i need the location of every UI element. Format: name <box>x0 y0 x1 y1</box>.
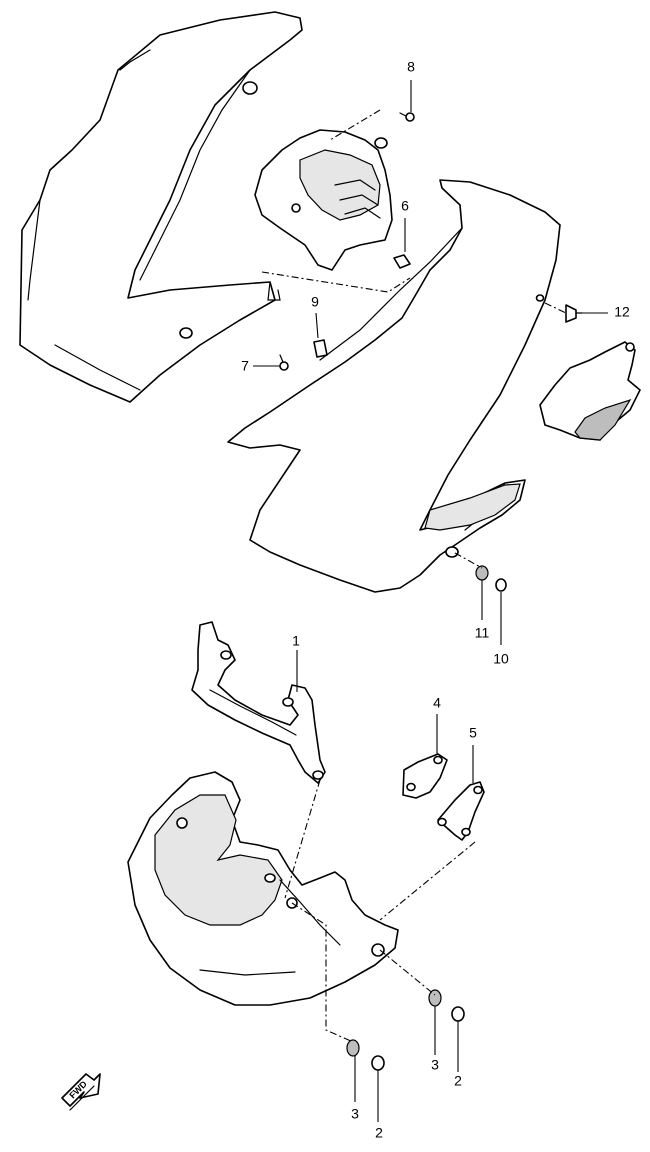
callout-12: 12 <box>614 304 630 320</box>
forward-arrow-icon: FWD <box>61 1073 101 1111</box>
screw-2-lower-left <box>371 1055 385 1071</box>
callout-3-left: 3 <box>351 1106 359 1122</box>
left-side-cowling-panel <box>19 11 303 403</box>
callout-2-right: 2 <box>454 1073 462 1089</box>
screw-2-lower-right <box>451 1006 465 1022</box>
screw-8 <box>399 112 415 122</box>
callout-11: 11 <box>475 625 490 641</box>
grommet-3-lower-left <box>346 1039 360 1057</box>
leader-lines <box>253 80 608 1122</box>
grommet-11 <box>475 565 489 581</box>
callout-6: 6 <box>401 198 409 214</box>
callout-10: 10 <box>493 651 509 667</box>
under-cowl <box>127 771 399 1006</box>
small-bracket-5 <box>437 781 485 841</box>
clip-nut-6 <box>393 254 411 269</box>
assembly-lines <box>261 109 567 1043</box>
callout-4: 4 <box>433 695 441 711</box>
callout-3-right: 3 <box>431 1057 439 1073</box>
callout-5: 5 <box>469 725 477 741</box>
mirror-bracket-cover <box>539 341 641 441</box>
clip-nut-9 <box>313 339 328 358</box>
right-side-cowling-panel <box>227 179 561 593</box>
callout-9: 9 <box>311 294 319 310</box>
small-bracket-4 <box>402 753 448 799</box>
screw-7 <box>279 354 289 371</box>
grommet-3-lower-right <box>428 989 442 1007</box>
callout-2-left: 2 <box>375 1125 383 1141</box>
callout-7: 7 <box>241 358 249 374</box>
screw-10 <box>495 578 507 592</box>
callout-numbers: 1 2 2 3 3 4 5 6 7 8 9 10 11 12 <box>241 59 630 1141</box>
lower-cowl-bracket <box>191 621 326 784</box>
inner-duct <box>254 129 393 271</box>
screw-12 <box>565 304 583 323</box>
callout-8: 8 <box>407 59 415 75</box>
callout-1: 1 <box>292 633 300 649</box>
